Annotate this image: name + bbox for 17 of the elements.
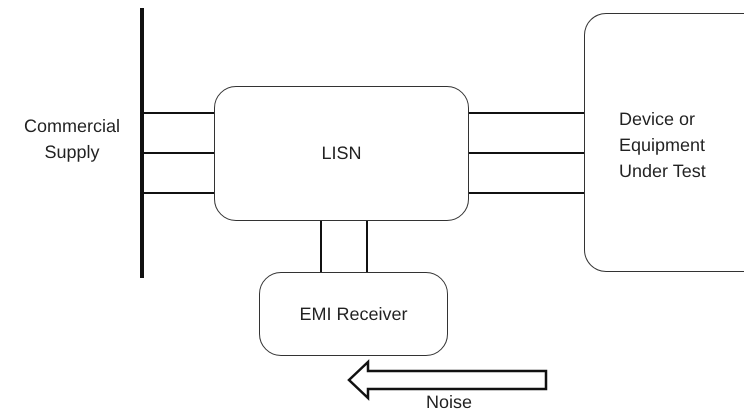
- connector-line: [144, 192, 214, 194]
- connector-line: [469, 192, 584, 194]
- node-label: Device or Equipment Under Test: [619, 108, 707, 184]
- bus-bar: [140, 8, 144, 278]
- device-box: [584, 13, 744, 272]
- connector-line: [366, 221, 368, 272]
- connector-line: [469, 112, 584, 114]
- connector-line: [320, 221, 322, 272]
- noise-label: Noise: [426, 392, 472, 414]
- connector-line: [144, 152, 214, 154]
- receiver-box: [259, 272, 448, 356]
- node-label: LISN: [321, 142, 362, 166]
- lisn-box: [214, 86, 469, 221]
- supply-label: Commercial Supply: [22, 115, 121, 164]
- node-label: EMI Receiver: [299, 302, 408, 326]
- connector-line: [144, 112, 214, 114]
- connector-line: [469, 152, 584, 154]
